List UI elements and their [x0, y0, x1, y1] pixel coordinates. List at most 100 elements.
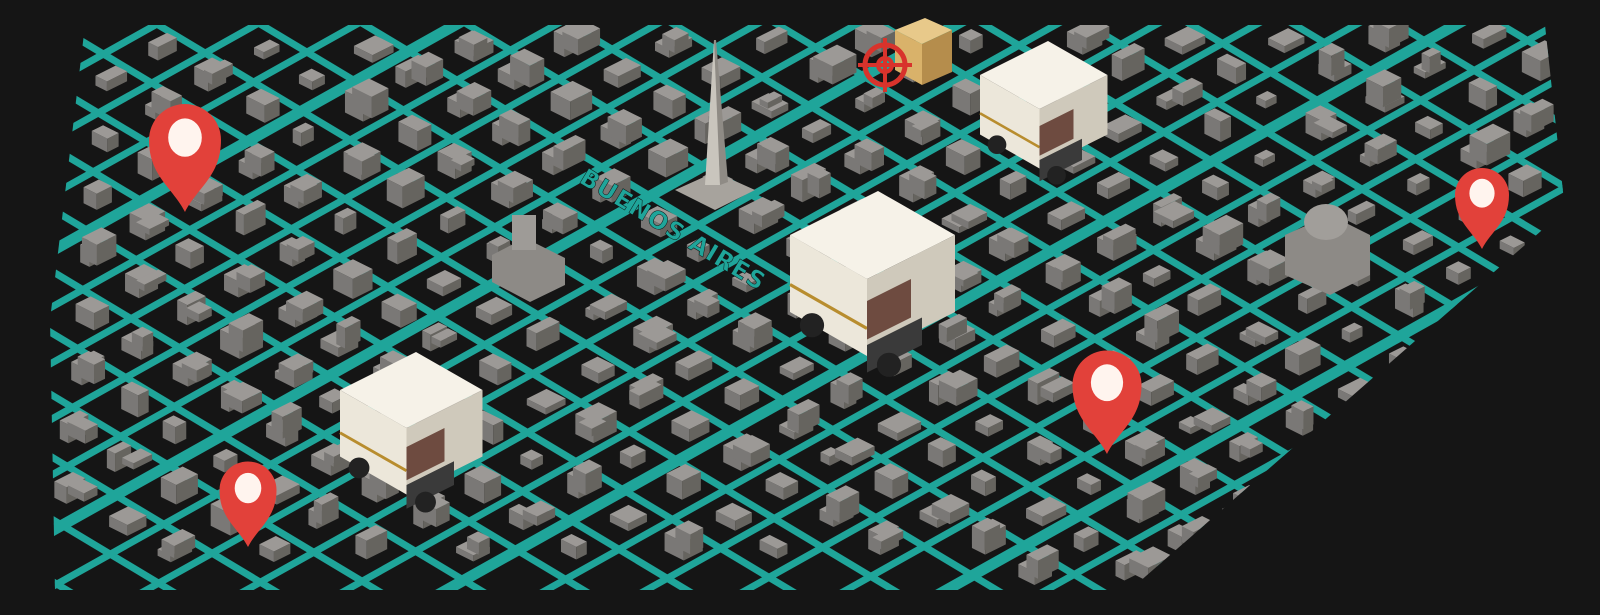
- building: [607, 108, 642, 145]
- building: [1077, 473, 1101, 496]
- building: [787, 398, 820, 434]
- building: [271, 401, 302, 439]
- building: [520, 449, 543, 470]
- building: [553, 134, 586, 171]
- building: [1271, 515, 1298, 550]
- building: [1376, 521, 1408, 549]
- building: [236, 264, 266, 294]
- building: [1186, 343, 1219, 375]
- building: [1204, 108, 1232, 142]
- delivery-van: [979, 41, 1108, 185]
- building: [1047, 201, 1086, 231]
- building: [244, 143, 275, 177]
- road: [50, 25, 102, 60]
- building: [67, 415, 98, 444]
- building: [440, 206, 466, 234]
- building: [675, 520, 704, 555]
- building: [81, 227, 117, 266]
- building: [160, 466, 198, 505]
- building: [286, 290, 324, 324]
- building: [1521, 40, 1564, 82]
- building: [136, 269, 167, 292]
- building: [938, 313, 967, 343]
- road: [700, 108, 1565, 590]
- building: [1366, 69, 1402, 108]
- building: [109, 506, 147, 536]
- building: [1508, 164, 1542, 198]
- landmarks: [492, 18, 1370, 302]
- building: [526, 316, 560, 352]
- building: [994, 284, 1022, 314]
- delivery-van: [339, 352, 483, 513]
- building: [1421, 47, 1441, 73]
- building: [298, 68, 325, 91]
- building: [931, 493, 970, 525]
- building: [347, 147, 375, 175]
- building: [1153, 201, 1195, 229]
- building: [1432, 486, 1466, 522]
- building: [836, 372, 863, 405]
- building: [75, 296, 110, 331]
- road: [50, 25, 902, 508]
- building: [381, 293, 417, 328]
- road: [50, 25, 702, 396]
- building: [834, 437, 875, 466]
- road: [1100, 332, 1565, 590]
- building: [235, 199, 266, 236]
- building: [1026, 544, 1059, 579]
- building: [589, 293, 628, 320]
- building: [355, 524, 388, 560]
- building: [526, 388, 566, 415]
- building: [1379, 512, 1414, 549]
- building: [1373, 25, 1409, 48]
- building: [259, 535, 291, 563]
- building: [398, 114, 432, 152]
- building: [253, 39, 280, 60]
- location-pin-icon: [149, 104, 221, 212]
- building: [562, 25, 601, 56]
- road: [1000, 276, 1565, 590]
- building: [807, 167, 831, 199]
- building: [1394, 394, 1419, 428]
- building: [181, 356, 210, 383]
- building: [1101, 277, 1132, 314]
- building: [479, 353, 512, 386]
- building: [1388, 346, 1412, 372]
- building: [1164, 26, 1206, 55]
- building: [1202, 214, 1244, 257]
- building: [1254, 149, 1275, 168]
- building: [724, 378, 760, 411]
- building: [1313, 115, 1348, 139]
- road: [114, 25, 1144, 590]
- building: [640, 206, 678, 238]
- road: [50, 25, 1102, 590]
- building: [826, 485, 860, 523]
- building: [313, 492, 339, 525]
- building: [336, 316, 361, 349]
- building: [161, 528, 196, 559]
- building: [67, 478, 98, 502]
- building: [971, 469, 996, 497]
- building: [1187, 283, 1222, 316]
- building: [1399, 280, 1425, 310]
- road: [800, 164, 1565, 590]
- building: [581, 356, 615, 384]
- building: [1520, 98, 1554, 133]
- building: [353, 35, 394, 63]
- building: [1142, 265, 1171, 288]
- building: [162, 415, 187, 445]
- building: [872, 526, 904, 550]
- building: [1476, 519, 1504, 552]
- building: [1426, 551, 1463, 580]
- building: [213, 448, 238, 473]
- building: [609, 504, 647, 532]
- building: [292, 122, 314, 147]
- building: [1096, 171, 1131, 200]
- building: [426, 270, 462, 297]
- building: [1111, 43, 1145, 81]
- building: [765, 472, 799, 500]
- road: [1399, 499, 1565, 590]
- road: [1561, 25, 1565, 26]
